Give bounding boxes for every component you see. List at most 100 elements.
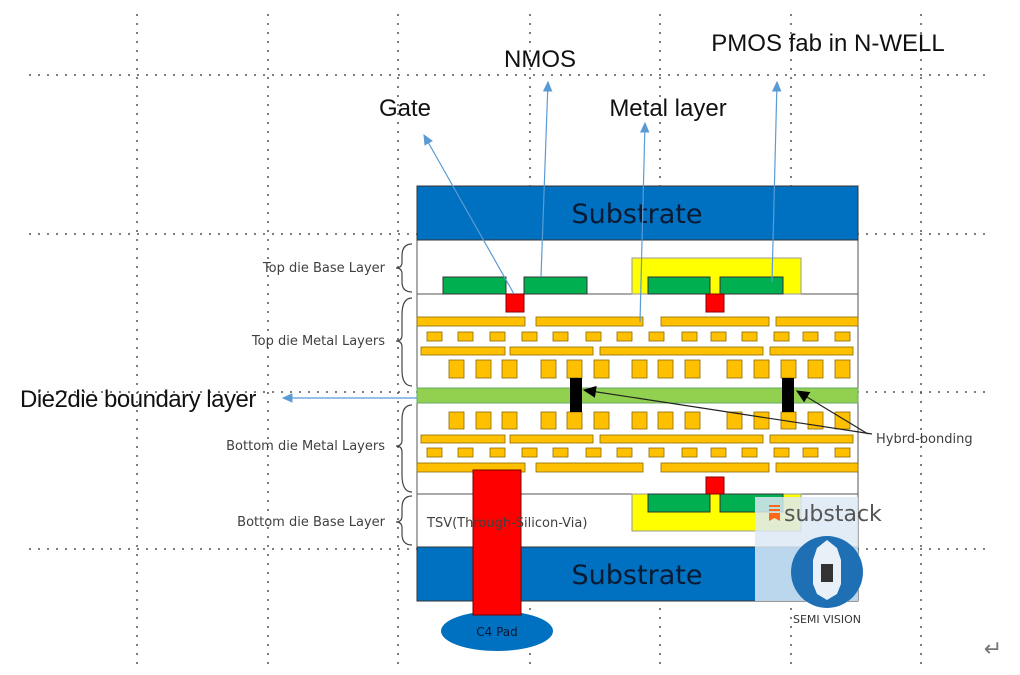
grid-dot — [920, 104, 922, 106]
grid-dot — [920, 635, 922, 637]
grid-dot — [397, 311, 399, 313]
grid-dot — [164, 74, 166, 76]
grid-dot — [974, 233, 976, 235]
grid-dot — [790, 113, 792, 115]
grid-dot — [137, 74, 139, 76]
grid-dot — [267, 23, 269, 25]
grid-dot — [281, 391, 283, 393]
grid-dot — [596, 74, 598, 76]
grid-dot — [65, 391, 67, 393]
grid-dot — [956, 391, 958, 393]
grid-dot — [136, 221, 138, 223]
grid-dot — [790, 59, 792, 61]
grid-dot — [371, 548, 373, 550]
grid-dot — [875, 74, 877, 76]
grid-dot — [803, 74, 805, 76]
tsv — [472, 469, 522, 616]
metal-trace — [802, 331, 819, 342]
grid-dot — [938, 548, 940, 550]
grid-dot — [137, 548, 139, 550]
grid-dot — [136, 554, 138, 556]
substrate-top-label: Substrate — [572, 199, 703, 230]
grid-dot — [659, 74, 661, 76]
grid-dot — [920, 554, 922, 556]
grid-dot — [74, 74, 76, 76]
grid-dot — [267, 203, 269, 205]
grid-dot — [110, 74, 112, 76]
grid-dot — [83, 391, 85, 393]
metal-trace — [566, 411, 583, 430]
grid-dot — [965, 233, 967, 235]
metal-trace — [753, 411, 770, 430]
grid-dot — [790, 158, 792, 160]
grid-dot — [677, 74, 679, 76]
grid-dot — [136, 464, 138, 466]
metal-trace — [616, 331, 633, 342]
grid-dot — [920, 203, 922, 205]
grid-dot — [397, 230, 399, 232]
grid-dot — [227, 391, 229, 393]
grid-dot — [263, 548, 265, 550]
metal-trace — [684, 411, 701, 430]
grid-dot — [74, 233, 76, 235]
grid-dot — [267, 527, 269, 529]
grid-dot — [236, 391, 238, 393]
grid-dot — [920, 482, 922, 484]
grid-dot — [136, 230, 138, 232]
grid-dot — [344, 391, 346, 393]
grid-dot — [947, 74, 949, 76]
grid-dot — [659, 662, 661, 664]
grid-dot — [136, 572, 138, 574]
grid-dot — [267, 32, 269, 34]
grid-dot — [29, 548, 31, 550]
grid-dot — [529, 59, 531, 61]
grid-dot — [947, 391, 949, 393]
grid-dot — [267, 302, 269, 304]
grid-dot — [623, 74, 625, 76]
grid-dot — [267, 419, 269, 421]
grid-dot — [83, 74, 85, 76]
grid-dot — [267, 356, 269, 358]
grid-dot — [267, 500, 269, 502]
grid-dot — [920, 302, 922, 304]
grid-dot — [146, 74, 148, 76]
grid-dot — [920, 233, 922, 235]
grid-dot — [267, 194, 269, 196]
grid-dot — [47, 233, 49, 235]
grid-dot — [267, 311, 269, 313]
grid-dot — [397, 653, 399, 655]
metal-trace — [593, 359, 610, 379]
grid-dot — [308, 233, 310, 235]
grid-dot — [397, 122, 399, 124]
grid-dot — [146, 233, 148, 235]
grid-dot — [267, 635, 269, 637]
grid-dot — [488, 74, 490, 76]
grid-dot — [397, 428, 399, 430]
grid-dot — [272, 391, 274, 393]
grid-dot — [65, 74, 67, 76]
grid-dot — [263, 391, 265, 393]
grid-dot — [267, 644, 269, 646]
metal-trace — [834, 359, 851, 379]
grid-dot — [790, 644, 792, 646]
grid-dot — [136, 275, 138, 277]
grid-dot — [920, 383, 922, 385]
grid-dot — [128, 233, 130, 235]
grid-dot — [267, 518, 269, 520]
grid-dot — [136, 140, 138, 142]
grid-dot — [136, 626, 138, 628]
grid-dot — [884, 74, 886, 76]
grid-dot — [920, 608, 922, 610]
grid-dot — [790, 626, 792, 628]
grid-dot — [267, 599, 269, 601]
grid-dot — [155, 74, 157, 76]
grid-dot — [749, 74, 751, 76]
metal-trace — [509, 434, 594, 444]
grid-dot — [920, 572, 922, 574]
grid-dot — [136, 284, 138, 286]
grid-dot — [119, 233, 121, 235]
grid-dot — [173, 74, 175, 76]
grid-dot — [47, 391, 49, 393]
grid-dot — [136, 383, 138, 385]
substrate-bottom-label: Substrate — [572, 560, 703, 591]
